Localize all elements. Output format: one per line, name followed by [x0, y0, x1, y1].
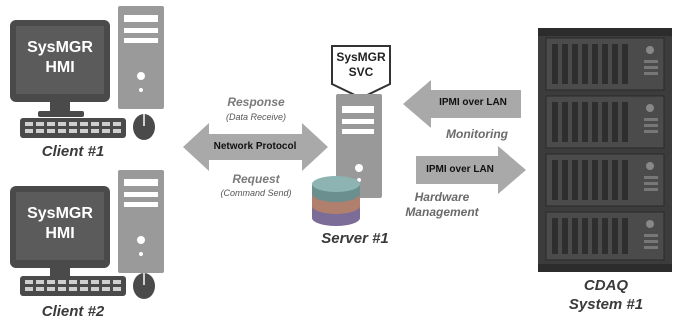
client-1-screen-line2: HMI	[45, 59, 75, 76]
response-subtitle: (Data Receive)	[225, 112, 287, 122]
hardware-management-arrow	[416, 146, 526, 194]
network-protocol-arrow	[183, 123, 328, 171]
computer-icon	[10, 170, 164, 299]
client-1-screen-line1: SysMGR	[27, 39, 93, 56]
server-svc-line2: SVC	[348, 65, 374, 79]
client-1: SysMGR HMI Client #1	[0, 0, 180, 160]
hardware-management-line1: Hardware	[414, 190, 470, 204]
monitoring-label: Monitoring	[446, 127, 508, 141]
cdaq-rack-icon	[538, 28, 672, 272]
computer-icon	[10, 6, 164, 140]
client-1-label: Client #1	[41, 143, 105, 160]
client-2-screen-line2: HMI	[45, 225, 75, 242]
monitoring-arrow-label: IPMI over LAN	[439, 97, 507, 108]
request-subtitle: (Command Send)	[220, 188, 292, 198]
server-svc-badge	[331, 45, 391, 100]
network-protocol-label: Network Protocol	[213, 141, 297, 152]
request-title: Request	[232, 172, 280, 186]
cdaq-label-line1: CDAQ	[583, 277, 629, 294]
cdaq-label-line2: System #1	[568, 296, 644, 313]
hardware-management-arrow-label: IPMI over LAN	[426, 164, 494, 175]
server-icon	[312, 94, 382, 226]
hardware-management-line2: Management	[405, 205, 479, 219]
client-2: SysMGR HMI Client #2	[0, 166, 180, 323]
server-label: Server #1	[321, 230, 389, 247]
monitoring-arrow	[403, 80, 521, 128]
server-svc-line1: SysMGR	[336, 50, 386, 64]
response-title: Response	[227, 95, 285, 109]
client-2-label: Client #2	[41, 303, 105, 320]
client-2-screen-line1: SysMGR	[27, 205, 93, 222]
